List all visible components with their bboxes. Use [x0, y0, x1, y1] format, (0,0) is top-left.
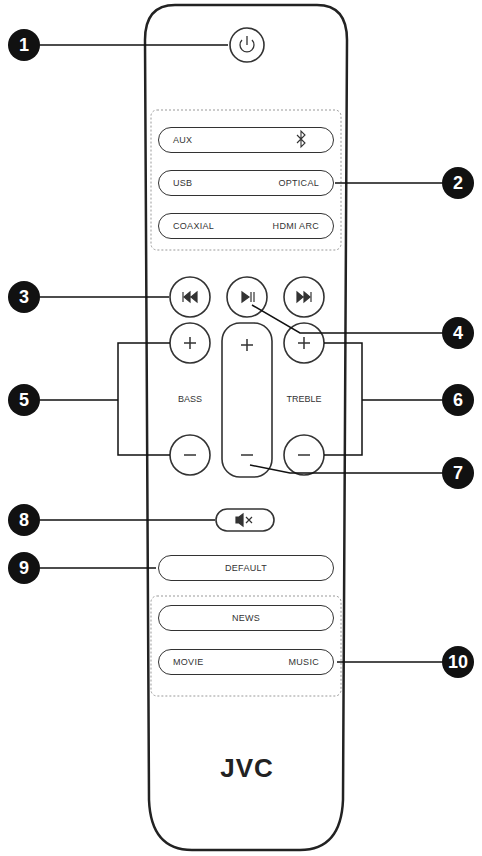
button-label: MOVIE: [173, 657, 204, 667]
callout-number: 3: [8, 281, 40, 313]
volume-button: [222, 323, 272, 477]
remote-button: COAXIAL HDMI ARC: [158, 213, 334, 239]
mute-button: [216, 509, 274, 531]
mode-group: [151, 596, 341, 696]
remote-button: DEFAULT: [158, 555, 334, 581]
bluetooth-icon: [297, 131, 305, 147]
brand-logo: JVC: [220, 753, 274, 784]
power-icon: [240, 36, 254, 52]
callout-number: 9: [8, 552, 40, 584]
treble-down-button: [284, 435, 324, 475]
remote-body: [145, 5, 347, 850]
callout-number: 8: [8, 504, 40, 536]
button-label: USB: [173, 178, 192, 188]
callout-number: 5: [8, 384, 40, 416]
callout-number: 7: [442, 457, 474, 489]
button-label: NEWS: [232, 613, 260, 623]
leader-lines: [40, 45, 442, 662]
prev-button: [170, 277, 210, 317]
treble-up-button: [284, 323, 324, 363]
remote-button: MOVIE MUSIC: [158, 649, 334, 675]
button-label: OPTICAL: [278, 178, 319, 188]
button-label: DEFAULT: [225, 563, 267, 573]
callout-number: 10: [442, 646, 474, 678]
bass-down-button: [170, 435, 210, 475]
button-label: MUSIC: [289, 657, 320, 667]
button-label: HDMI ARC: [273, 221, 319, 231]
remote-button: NEWS: [158, 605, 334, 631]
mute-icon: [236, 514, 252, 526]
bass-up-button: [170, 323, 210, 363]
next-button: [284, 277, 324, 317]
callout-number: 2: [442, 167, 474, 199]
callout-number: 1: [8, 29, 40, 61]
button-label: COAXIAL: [173, 221, 214, 231]
source-group: [151, 110, 341, 250]
remote-button: AUX: [158, 127, 334, 153]
callout-number: 4: [442, 317, 474, 349]
callout-number: 6: [442, 384, 474, 416]
part-label: BASS: [178, 394, 202, 404]
button-label: AUX: [173, 135, 192, 145]
remote-button: USB OPTICAL: [158, 170, 334, 196]
transport-icons: [183, 292, 311, 302]
part-label: TREBLE: [286, 394, 321, 404]
power-button: [230, 28, 264, 62]
